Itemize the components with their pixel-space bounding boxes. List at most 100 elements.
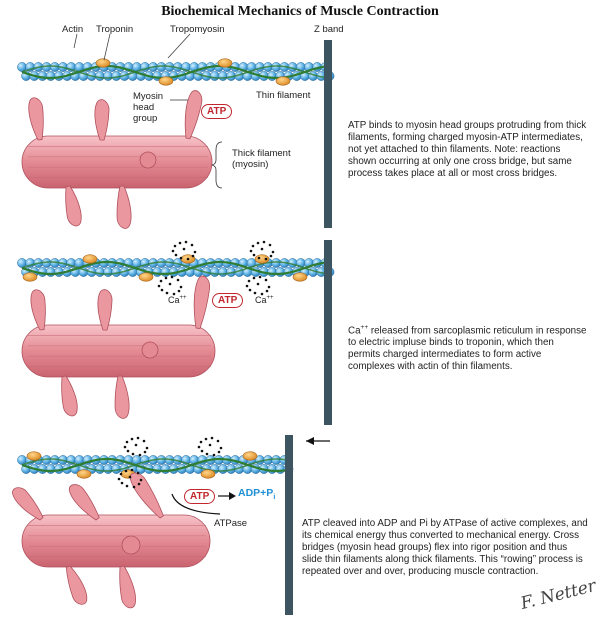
- calcium-ion-dot: [123, 445, 127, 449]
- myosin-head: [116, 185, 132, 229]
- calcium-ion-dot: [130, 437, 134, 441]
- myosin-head: [97, 289, 113, 331]
- calcium-ion-dot: [120, 481, 124, 485]
- calcium-ion-dot: [269, 254, 273, 258]
- label-ca-left: Ca++: [168, 295, 187, 305]
- calcium-ion-dot: [216, 439, 220, 443]
- calcium-ion-dot: [191, 254, 195, 258]
- thick-filament: [21, 514, 211, 568]
- calcium-ion-dot: [252, 253, 256, 257]
- z-band: [285, 435, 293, 615]
- troponin-complex: [76, 469, 92, 479]
- calcium-ion-dot: [252, 276, 256, 280]
- myosin-head: [28, 97, 44, 141]
- label-atpase: ATPase: [214, 518, 248, 529]
- calcium-ion-dot: [171, 249, 175, 253]
- actin-bead: [271, 258, 282, 268]
- actin-bead: [271, 455, 282, 465]
- calcium-ion-dot: [179, 256, 183, 260]
- thick-filament-body: [21, 514, 211, 568]
- calcium-ion-dot: [178, 241, 182, 245]
- calcium-ion-dot: [262, 240, 266, 244]
- myosin-head: [119, 565, 136, 609]
- panel-2-description: Ca++ released from sarcoplasmic reticulu…: [348, 324, 587, 373]
- troponin-complex: [26, 451, 42, 461]
- myosin-head-shape: [12, 487, 44, 521]
- calcium-ion-dot: [177, 289, 181, 293]
- actin-bead: [103, 464, 113, 474]
- label-tropomyosin: Tropomyosin: [170, 24, 225, 35]
- calcium-ion-dot: [160, 288, 164, 292]
- calcium-ion-dot: [200, 449, 204, 453]
- troponin-complex: [200, 469, 216, 479]
- calcium-ion-dot: [268, 243, 272, 247]
- myosin-head-shape: [97, 289, 113, 331]
- calcium-ion-dot: [190, 243, 194, 247]
- calcium-ion-dot: [208, 443, 212, 447]
- troponin-complex: [217, 58, 233, 68]
- calcium-ion-dot: [128, 475, 132, 479]
- calcium-ion-dot: [176, 278, 180, 282]
- calcium-ion-dot: [265, 289, 269, 293]
- troponin-complex: [275, 76, 291, 86]
- thick-filament-body: [21, 135, 213, 189]
- calcium-ion-dot: [165, 291, 169, 295]
- myosin-head: [65, 185, 82, 227]
- myosin-head: [184, 90, 203, 140]
- actin-bead: [103, 71, 113, 81]
- direction-arrowhead: [306, 437, 314, 445]
- calcium-ion-dot: [143, 450, 147, 454]
- calcium-ion-dot: [157, 284, 161, 288]
- leader-line-troponin: [103, 33, 111, 61]
- thick-filament: [21, 135, 213, 189]
- calcium-ion-dot: [182, 247, 186, 251]
- atp-badge-panel-2: ATP: [212, 293, 244, 308]
- myosin-head-shape: [65, 565, 88, 605]
- calcium-ion-dot: [253, 291, 257, 295]
- calcium-ion-dot: [251, 244, 255, 248]
- thin-filament: [17, 58, 335, 86]
- calcium-ion-dot: [245, 284, 249, 288]
- atpase-curve: [171, 493, 221, 515]
- tropomyosin-strand: [21, 260, 333, 276]
- calcium-ion-dot: [173, 244, 177, 248]
- calcium-ion-dot: [212, 453, 216, 457]
- myosin-head-shape: [116, 185, 132, 229]
- calcium-ion-dot: [174, 253, 178, 257]
- myosin-head-shape: [184, 90, 203, 140]
- actin-bead: [45, 71, 56, 81]
- actin-bead: [95, 267, 105, 277]
- calcium-ion-dot: [132, 485, 136, 489]
- label-ca-right: Ca++: [255, 295, 274, 305]
- myosin-head: [61, 375, 78, 417]
- panel-1-description: ATP binds to myosin head groups protrudi…: [348, 120, 587, 179]
- calcium-ion-dot: [117, 477, 121, 481]
- actin-bead: [95, 71, 105, 81]
- troponin-complex: [82, 254, 98, 264]
- myosin-head-shape: [61, 375, 78, 417]
- actin-bead: [218, 71, 228, 81]
- calcium-ion-dot: [119, 472, 123, 476]
- adp-arrowhead: [229, 492, 236, 500]
- label-z-band: Z band: [314, 24, 344, 35]
- actin-bead: [160, 267, 171, 277]
- myosin-head-shape: [28, 97, 44, 141]
- actin-bead: [267, 267, 277, 277]
- myosin-head-shape: [114, 375, 130, 419]
- troponin-complex: [242, 451, 258, 461]
- calcium-ion-dot: [126, 449, 130, 453]
- hinge-bulge: [141, 341, 159, 359]
- calcium-ion-dot: [130, 468, 134, 472]
- calcium-ion-dot: [267, 285, 271, 289]
- myosin-head-shape: [119, 565, 136, 609]
- calcium-ion-dot: [210, 436, 214, 440]
- thick-filament-body: [21, 324, 216, 378]
- atp-badge-panel-1: ATP: [201, 104, 233, 119]
- panel-3-description: ATP cleaved into ADP and Pi by ATPase of…: [302, 518, 588, 577]
- calcium-ion-dot: [125, 484, 129, 488]
- atp-badge-panel-3: ATP: [184, 489, 216, 504]
- calcium-ion-dot: [260, 247, 264, 251]
- myosin-head: [65, 565, 88, 605]
